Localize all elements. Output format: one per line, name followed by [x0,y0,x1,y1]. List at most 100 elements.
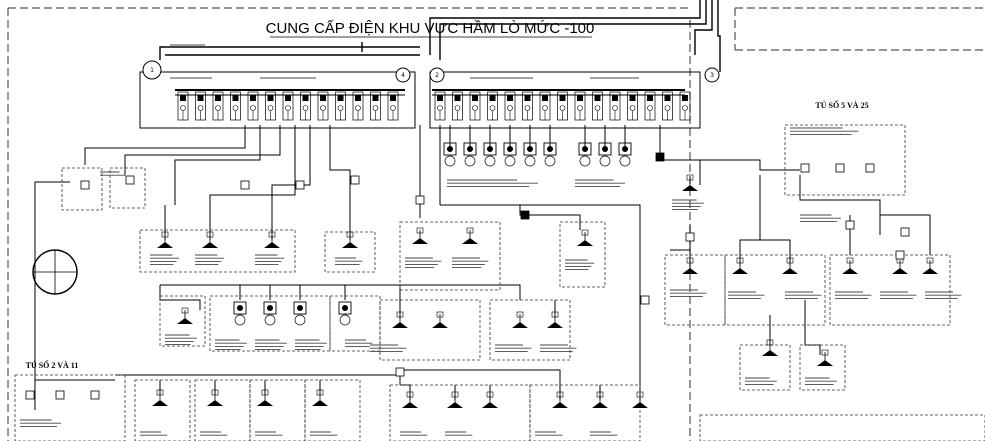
load-symbol [202,231,218,248]
section-boxes [14,124,985,441]
annotation-block [452,257,489,269]
breaker [55,390,65,400]
annotation-block [495,344,532,352]
switchgear-column [230,91,241,121]
busbar-marker-4: 4 [395,67,411,83]
transformer-symbol [293,301,307,326]
transformer-symbol [503,142,517,167]
annotation-block [565,259,595,271]
annotation-block [345,339,373,347]
busbar-marker-2: 2 [429,67,445,83]
annotation-block [835,291,872,299]
switchgear-column [487,91,498,121]
annotation-block [255,339,287,351]
annotation-block [925,291,962,299]
load-symbol [592,391,608,408]
load-symbol [842,257,858,274]
breaker [350,175,360,185]
load-symbol [817,349,833,366]
annotation-block [800,214,841,222]
annotation-block [150,254,180,266]
distribution-wiring [34,125,931,410]
load-symbol [632,391,648,408]
svg-text:2: 2 [435,72,439,79]
breaker [900,227,910,237]
breaker [25,390,35,400]
breaker [80,180,90,190]
switchgear-column [504,91,516,121]
breaker [395,367,405,377]
switchgear-column [574,91,586,121]
switchgear-column [592,91,603,121]
switch-columns [177,91,691,121]
switchgear-column [644,91,656,121]
cabinet-label-left: TỦ SỐ 2 VÀ 11 [26,360,79,370]
annotation-block [140,431,168,436]
load-symbol [412,227,428,244]
load-symbol [552,391,568,408]
annotation-block [255,431,283,436]
switchgear-column [609,91,621,121]
annotation-block [200,431,228,436]
load-symbol [157,231,173,248]
load-symbol [892,257,908,274]
transformer-symbol [338,301,352,326]
annotation-block [590,431,618,436]
breaker [90,390,100,400]
svg-text:1: 1 [150,67,154,74]
load-symbol [177,307,193,324]
switchgear-column [557,91,568,121]
annotation-block [790,127,859,135]
transformer-symbol [578,142,592,167]
switchgear-column [247,91,259,121]
annotation-blocks [20,44,962,436]
switchgear-column [212,91,224,121]
breaker [835,163,845,173]
annotation-block [535,431,563,436]
busbar-marker-3: 3 [704,67,720,83]
switchgear-column [317,91,329,121]
annotation-block [100,171,126,176]
annotation-block [672,199,704,211]
load-symbol [152,389,168,406]
breaker [240,180,250,190]
switchgear-column [434,91,446,121]
breaker [865,163,875,173]
annotation-block [400,431,428,436]
switchgear-column [370,91,381,121]
annotation-block [445,431,473,436]
annotation-block [195,254,225,266]
generator-symbol [32,249,78,295]
transformer-symbol [483,142,497,167]
annotation-block [20,419,61,427]
incoming-feeders [159,0,721,72]
switchgear-column [352,91,364,121]
annotation-block [405,257,442,269]
transformer-symbol [263,301,277,326]
load-symbol [782,257,798,274]
switchgear-column [522,91,533,121]
load-symbol [207,389,223,406]
load-symbol [922,257,938,274]
switchgear-column [679,91,691,121]
transformer-symbol [233,301,247,326]
annotation-block [728,291,765,299]
breaker [125,175,135,185]
transformer-symbol [463,142,477,167]
transformer-symbol [523,142,537,167]
breaker [800,163,810,173]
breaker [895,250,905,260]
breaker [845,220,855,230]
load-symbol [762,339,778,356]
load-symbol [577,229,593,246]
load-symbols [152,142,938,408]
load-symbol [462,227,478,244]
switchgear-column [387,91,399,121]
breaker [415,195,425,205]
switchgear-column [627,91,638,121]
annotation-block [255,254,285,266]
annotation-block [447,179,538,187]
switchgear-column [335,91,346,121]
load-symbol [682,257,698,274]
switchgear-column [469,91,481,121]
